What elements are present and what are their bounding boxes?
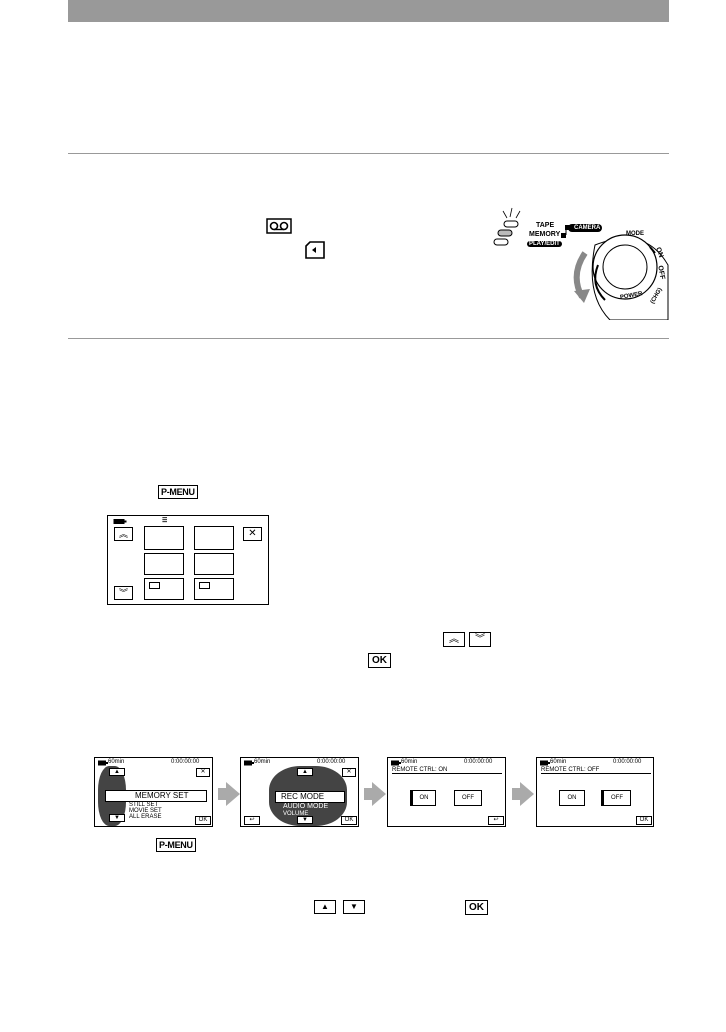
on-button[interactable]: ON [410,790,436,806]
setting-title: REMOTE CTRL: ON [392,767,502,774]
pmenu-button[interactable]: P-MENU [158,485,198,499]
menu-item[interactable] [194,578,234,600]
scroll-down-icon: ︾ [469,632,491,647]
menu-item-memory-set[interactable]: MEMORY SET [135,791,189,800]
close-button[interactable]: ✕ [342,768,356,777]
off-button[interactable]: OFF [601,790,631,806]
menu-item-volume[interactable]: VOLUME [283,811,309,817]
screen-remote-ctrl-off: 60min 0:00:00:00 REMOTE CTRL: OFF ON OFF… [536,757,654,827]
down-button[interactable]: ▼ [297,816,313,824]
menu-item[interactable] [194,526,234,550]
menu-screen: ☰ ︽ ︾ ✕ [107,515,269,605]
battery-icon [540,760,550,766]
battery-icon [98,760,108,766]
close-button[interactable]: ✕ [196,768,210,777]
memory-label: MEMORY [529,231,561,238]
selected-row[interactable] [105,790,207,802]
menu-item-audio-mode[interactable]: AUDIO MODE [283,803,329,810]
screen-remote-ctrl-on: 60min 0:00:00:00 REMOTE CTRL: ON ON OFF … [387,757,506,827]
ok-icon: OK [368,653,391,668]
screen-rec-mode: 60min 0:00:00:00 ▲ ▼ ✕ REC MODE AUDIO MO… [240,757,359,827]
scroll-up-button[interactable]: ︽ [114,527,133,541]
battery-time: 60min [254,759,271,765]
up-button[interactable]: ▲ [297,768,313,776]
playedit-label: PLAY/EDIT [527,241,562,247]
section-divider [68,153,669,154]
signal-icon: ☰ [162,518,168,524]
ok-icon: OK [465,900,488,915]
timecode: 0:00:00:00 [613,759,642,765]
down-arrow-icon: ▼ [343,900,365,914]
close-button[interactable]: ✕ [243,527,262,541]
timecode: 0:00:00:00 [171,759,200,765]
next-arrow [364,782,386,806]
memory-card-icon [305,241,325,259]
menu-item[interactable] [144,526,184,550]
camera-label: CAMERA [574,225,601,231]
cassette-icon [266,218,292,234]
down-button[interactable]: ▼ [109,814,125,822]
menu-item-rec-mode[interactable]: REC MODE [281,792,325,801]
on-button[interactable]: ON [559,790,585,806]
scroll-down-button[interactable]: ︾ [114,586,133,600]
back-button[interactable]: ↩ [244,816,260,825]
section-divider [68,338,669,339]
setting-title: REMOTE CTRL: OFF [541,767,651,774]
back-button[interactable]: ↩ [488,816,504,825]
tape-label: TAPE [536,222,555,229]
battery-time: 60min [108,759,125,765]
power-dial-illustration: TAPE MEMORY PLAY/EDIT CAMERA MODE ON OFF… [490,205,670,320]
menu-item-movie-set[interactable]: MOVIE SET [129,808,162,814]
menu-icon [199,582,210,589]
up-arrow-icon: ▲ [314,900,336,914]
ok-button[interactable]: OK [195,816,211,825]
menu-icon [149,582,160,589]
screen-memory-set: 60min 0:00:00:00 ▲ ▼ ✕ MEMORY SET STILL … [94,757,213,827]
menu-item-all-erase[interactable]: ALL ERASE [129,814,162,820]
menu-item[interactable] [144,553,184,575]
next-arrow [512,782,534,806]
battery-icon [113,519,127,524]
off-button[interactable]: OFF [454,790,482,806]
battery-time: 60min [550,759,567,765]
scroll-up-icon: ︽ [443,632,465,647]
timecode: 0:00:00:00 [317,759,346,765]
ok-button[interactable]: OK [341,816,357,825]
menu-item-still-set[interactable]: STILL SET [129,802,159,808]
battery-time: 60min [401,759,418,765]
pmenu-button[interactable]: P-MENU [156,838,196,852]
up-button[interactable]: ▲ [109,768,125,776]
next-arrow [218,782,240,806]
header-bar [68,0,669,22]
ok-button[interactable]: OK [636,816,652,825]
battery-icon [391,760,401,766]
menu-item[interactable] [144,578,184,600]
timecode: 0:00:00:00 [464,759,493,765]
mode-label: MODE [626,231,644,237]
battery-icon [244,760,254,766]
selected-row[interactable] [275,791,345,803]
menu-item[interactable] [194,553,234,575]
